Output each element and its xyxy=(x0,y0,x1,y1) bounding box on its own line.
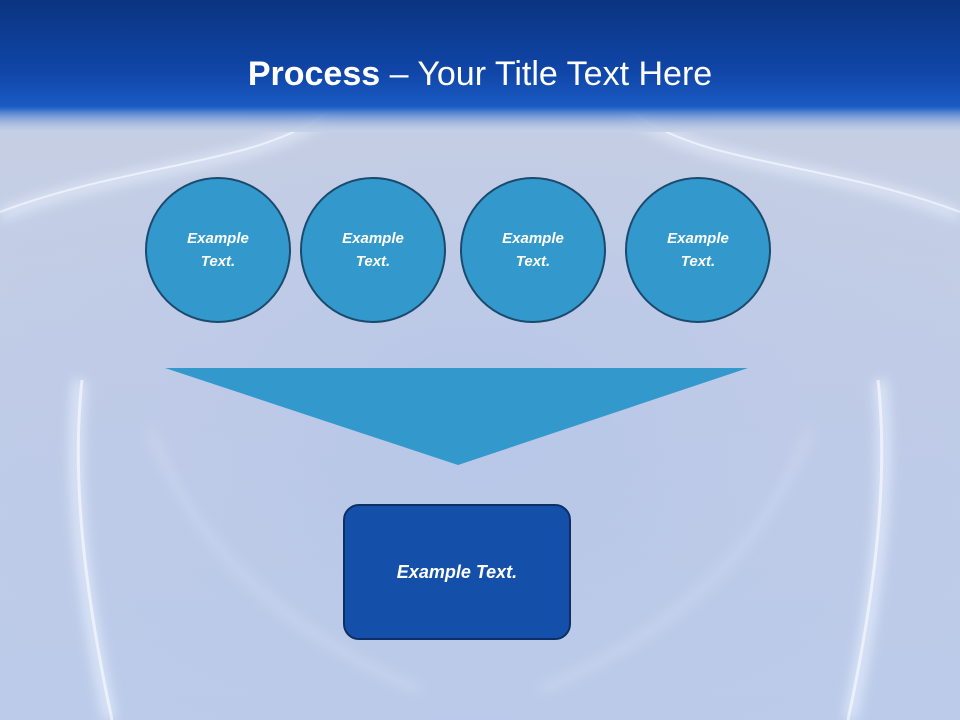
title-bar xyxy=(0,0,960,132)
process-step-1-label: Example Text. xyxy=(187,230,249,270)
process-step-3[interactable]: Example Text. xyxy=(460,177,606,323)
process-step-3-label: Example Text. xyxy=(502,230,564,270)
process-step-4[interactable]: Example Text. xyxy=(625,177,771,323)
process-step-4-label: Example Text. xyxy=(667,230,729,270)
title-rest: – Your Title Text Here xyxy=(380,55,713,93)
result-label: Example Text. xyxy=(396,561,518,582)
result-box[interactable]: Example Text. xyxy=(343,504,571,640)
process-step-1[interactable]: Example Text. xyxy=(145,177,291,323)
process-step-2[interactable]: Example Text. xyxy=(300,177,446,323)
page-title: Process – Your Title Text Here xyxy=(0,52,960,96)
title-bold: Process xyxy=(247,55,381,93)
process-step-2-label: Example Text. xyxy=(342,230,404,270)
